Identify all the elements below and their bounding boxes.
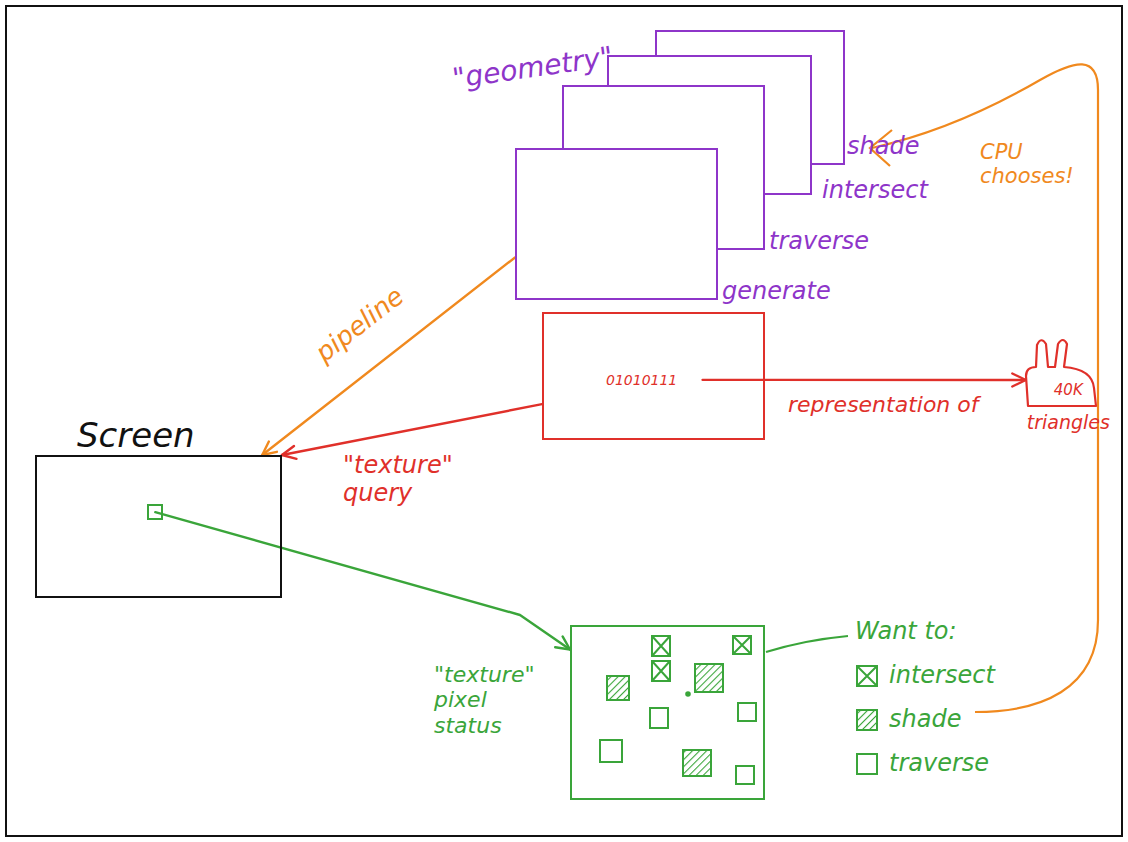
node-label: 01010111 [606,372,677,388]
pixel-status-box: "texture" pixel status [570,625,765,800]
legend-sample [855,664,879,688]
legend-text: traverse [889,750,989,778]
arrowhead [262,442,277,455]
connector [282,404,542,455]
node-label: generate [722,278,831,306]
connector [262,257,515,455]
legend-title: Want to: [855,618,957,646]
pixel-cells [600,636,756,784]
arrowhead [1012,373,1026,386]
node-text: 40K [1020,382,1117,399]
legend-leader [766,636,848,652]
legend-item: traverse [855,750,989,778]
edge-label: "texture" query [340,452,481,507]
connector [155,512,570,649]
arrowhead [282,446,297,459]
node-label: shade [847,133,919,161]
legend-sample [855,708,879,732]
arrowhead [555,636,570,649]
bunny-model: 40Ktriangles [1020,338,1117,408]
legend-sample [855,752,879,776]
legend-item: intersect [855,662,995,690]
legend-cross [857,666,877,686]
edge-label: representation of [785,392,982,417]
control-note: CPU chooses! [980,140,1090,188]
legend-text: shade [889,706,961,734]
node-label: "texture" pixel status [434,662,554,738]
edge-label: pipeline [308,280,412,371]
legend-text: intersect [889,662,995,690]
connector [703,379,1026,382]
node-label: Screen [77,416,195,455]
stage-frame: generate [515,148,718,300]
legend-item: shade [855,706,961,734]
node-label: intersect [822,177,928,205]
screen-box: Screen [35,455,282,598]
legend-swatch [857,666,877,686]
node-label: traverse [769,228,869,256]
legend-swatch [857,710,877,730]
data-box: 01010111 [542,312,765,440]
outer-frame [6,6,1122,836]
node-label: triangles [1027,412,1110,434]
legend-swatch [857,754,877,774]
